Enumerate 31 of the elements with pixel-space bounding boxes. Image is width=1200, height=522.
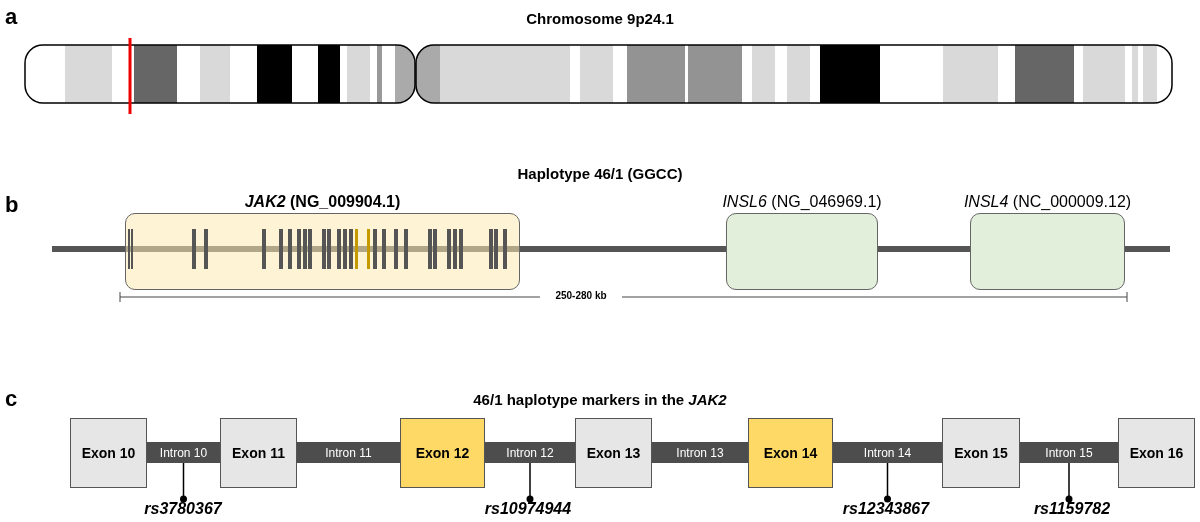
exon-box: Exon 10 [70, 418, 147, 488]
leader-line [180, 462, 187, 503]
intron-band: Intron 14 [833, 442, 942, 463]
snp-label: rs3780367 [144, 500, 222, 518]
gene-label: INSL6 (NG_046969.1) [722, 193, 882, 211]
gene-label: INSL4 (NC_000009.12) [963, 193, 1132, 211]
exon-box: Exon 15 [942, 418, 1020, 488]
panel-title: Chromosome 9p24.1 [526, 10, 674, 27]
intron-band: Intron 11 [297, 442, 400, 463]
snp-label: rs12343867 [842, 500, 930, 518]
panel-letter: c [5, 386, 18, 412]
panel-title: Haplotype 46/1 (GGCC) [517, 165, 683, 182]
snp-label: rs1159782 [1033, 500, 1111, 518]
intron-band: Intron 13 [652, 442, 748, 463]
snp-label: rs10974944 [484, 500, 572, 518]
panel-title: 46/1 haplotype markers in the JAK2 [473, 391, 727, 408]
panel-letter: b [5, 192, 19, 218]
leader-line [526, 462, 534, 503]
leader-line [884, 462, 891, 503]
exon-box: Exon 12 [400, 418, 485, 488]
gene-label: JAK2 (NG_009904.1) [244, 193, 401, 211]
leader-line [1065, 462, 1073, 503]
intron-band: Intron 15 [1020, 442, 1118, 463]
intron-band: Intron 12 [485, 442, 575, 463]
dimension-label: 250-280 kb [555, 290, 607, 301]
exon-box: Exon 16 [1118, 418, 1195, 488]
intron-band: Intron 10 [147, 442, 220, 463]
exon-box: Exon 14 [748, 418, 833, 488]
panel-letter: a [5, 4, 18, 30]
exon-box: Exon 13 [575, 418, 652, 488]
exon-box: Exon 11 [220, 418, 297, 488]
